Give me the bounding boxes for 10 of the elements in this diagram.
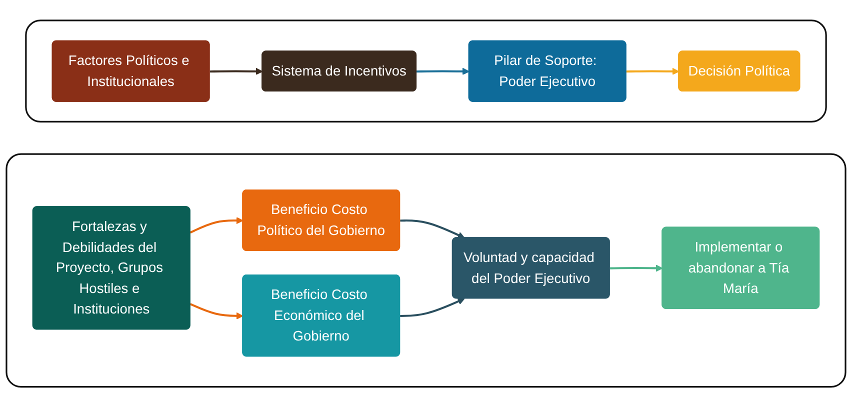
arrow [190,302,244,320]
cluster [6,153,846,388]
arrow [190,216,244,234]
arrow [400,219,465,238]
arrow [626,68,680,75]
arrow [400,298,465,317]
arrow [416,68,470,75]
cluster [25,20,827,122]
arrow [210,68,263,75]
arrow [610,264,663,272]
